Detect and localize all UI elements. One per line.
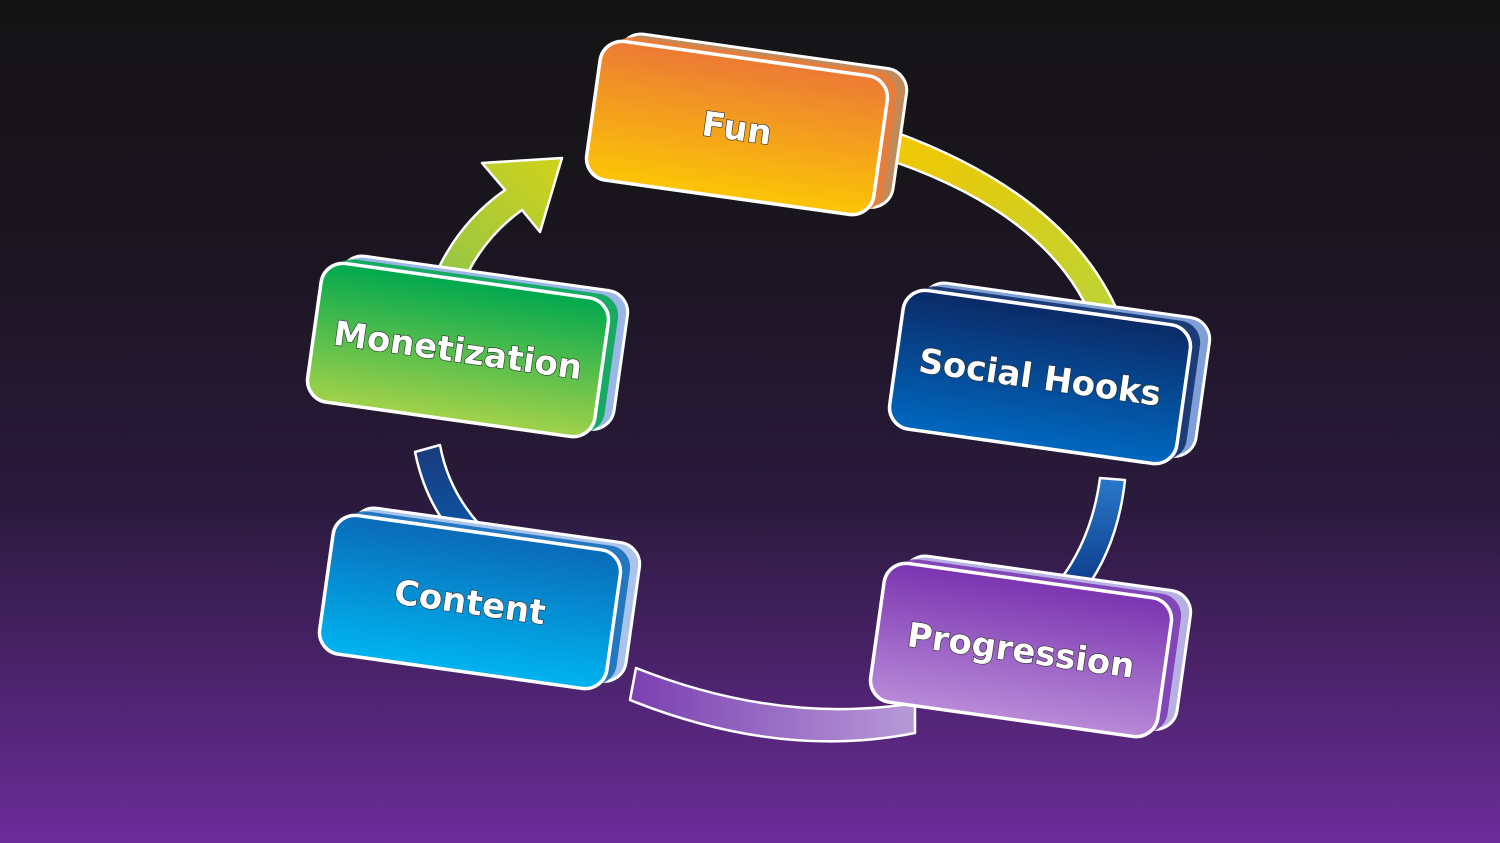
box-social-hooks-face	[887, 288, 1193, 466]
box-fun: Fun	[584, 32, 909, 217]
connector-monetization-to-fun	[430, 156, 564, 292]
connector-progression-to-content	[628, 666, 917, 743]
box-monetization: Monetization	[305, 254, 630, 439]
box-social-hooks: Social Hooks	[887, 281, 1212, 466]
connector-social-hooks-to-progression	[1058, 476, 1127, 592]
box-monetization-face	[305, 261, 611, 439]
box-content-face	[317, 513, 623, 691]
box-fun-face	[584, 39, 890, 217]
box-content: Content	[317, 506, 642, 691]
box-fun-label: Fun	[699, 104, 774, 153]
box-progression: Progression	[868, 554, 1193, 739]
box-progression-face	[868, 561, 1174, 739]
